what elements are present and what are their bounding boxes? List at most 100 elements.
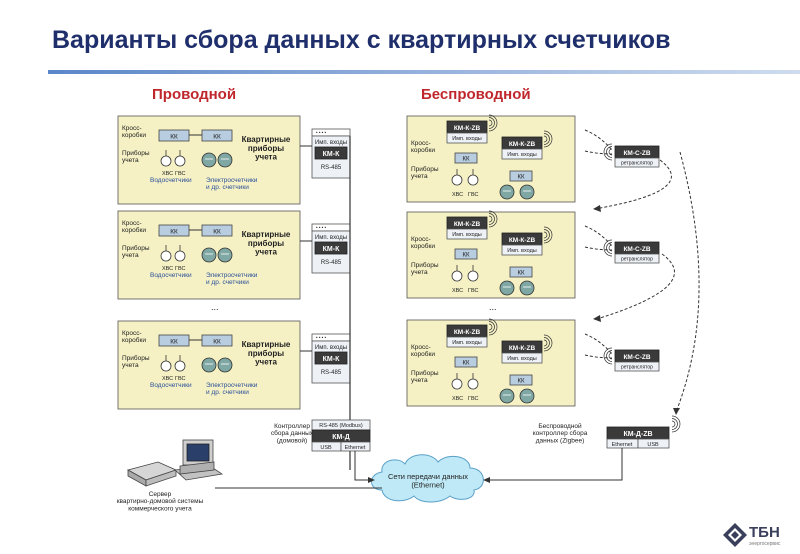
water-meter-icon: [160, 360, 172, 372]
electric-meter-icon: [499, 184, 515, 200]
wave-arc: [543, 337, 550, 349]
arrowhead: [368, 477, 375, 483]
kmkzb-inputs-label: Имп. входы: [507, 356, 537, 362]
repeater-body: [614, 253, 660, 264]
water-meter-icon: [451, 174, 463, 186]
water-meter-icon: [467, 270, 479, 282]
computer-base: [179, 461, 215, 475]
radio-waves-icon: [488, 210, 498, 228]
title-area: Варианты сбора данных с квартирных счетч…: [0, 0, 800, 82]
cross-boxes-label: Кросс-коробки: [411, 344, 435, 358]
kmk-name: КМ-К: [323, 356, 340, 363]
gvs-label: ГВС: [175, 266, 185, 272]
repeater-to-controller: [675, 151, 700, 413]
wireless-link: [584, 150, 613, 155]
radio-waves-icon: [543, 334, 553, 352]
wireless-link: [584, 225, 613, 247]
kmkzb-name: КМ-К-ZB: [509, 345, 536, 352]
wave-arc: [488, 210, 498, 228]
wave-arc: [488, 114, 498, 132]
ethernet-link-right: [490, 448, 623, 481]
connector-dots: • • • •: [316, 225, 326, 230]
repeater-label: ретранслятор: [621, 365, 653, 371]
electric-meter-icon: [499, 388, 515, 404]
port-usb-label: USB: [647, 442, 659, 448]
wcontroller-name: КМ-Д-ZB: [623, 431, 652, 438]
kk-box: [509, 170, 533, 182]
radio-waves-icon: [543, 130, 553, 148]
wave-arc: [543, 226, 553, 244]
hvs-label: ХВС: [162, 266, 173, 272]
controller-name: КМ-Д: [332, 434, 349, 441]
kmkzb-name: КМ-К-ZB: [454, 221, 481, 228]
network-cloud: Сети передачи данных(Ethernet): [371, 454, 484, 503]
page-title: Варианты сбора данных с квартирных счетч…: [52, 26, 671, 54]
cross-boxes-label: Кросс-коробки: [411, 140, 435, 154]
wave-arc: [543, 339, 548, 347]
radio-waves-icon: [603, 143, 613, 161]
wave-arc: [543, 231, 548, 239]
building-panel: [406, 211, 576, 299]
wave-arc: [543, 229, 550, 241]
wave-arc: [603, 239, 613, 257]
repeater-name: КМ-С-ZB: [623, 246, 650, 253]
wave-arc: [543, 135, 548, 143]
cross-boxes-label: Кросс-коробки: [122, 330, 146, 344]
kmk-inputs-label: Имп. входы: [315, 235, 347, 241]
wave-arc: [488, 318, 498, 336]
wave-arc: [671, 420, 676, 428]
hvs-label: ХВС: [452, 396, 463, 402]
electric-meter-icon: [519, 280, 535, 296]
electric-meter-icon: [519, 388, 535, 404]
electric-meter-icon: [201, 152, 217, 168]
kk-box: [454, 152, 478, 164]
kmkzb-inputs: [446, 132, 488, 144]
cross-boxes-label: Кросс-коробки: [122, 220, 146, 234]
kmk-name: КМ-К: [323, 246, 340, 253]
wireless-ellipsis: ...: [489, 302, 497, 312]
kk-box: [454, 248, 478, 260]
kk-box: [454, 356, 478, 368]
wave-arc: [606, 350, 613, 362]
repeater-name: КМ-С-ZB: [623, 354, 650, 361]
building-panel: [406, 115, 576, 203]
kmkzb-inputs: [501, 148, 543, 160]
repeater-device: КМ-С-ZB ретранслятор: [603, 347, 660, 372]
kmk-port-label: RS-485: [321, 165, 342, 171]
radio-waves-icon: [603, 239, 613, 257]
kk-label: КК: [213, 339, 221, 346]
wireless-link: [584, 246, 613, 251]
water-meter-icon: [160, 250, 172, 262]
kk-label: КК: [463, 253, 470, 259]
kmk-inputs-label: Имп. входы: [315, 345, 347, 351]
hvs-label: ХВС: [452, 288, 463, 294]
wireless-link: [584, 129, 613, 151]
water-meter-icon: [467, 174, 479, 186]
cloud-shape: [371, 454, 484, 503]
kmk-port-label: RS-485: [321, 260, 342, 266]
port-usb: [637, 438, 670, 449]
radio-waves-icon: [603, 347, 613, 365]
controller-port-top-label: RS-485 (Modbus): [319, 423, 363, 429]
wave-arc: [671, 415, 681, 433]
kk-label: КК: [463, 157, 470, 163]
repeater-label: ретранслятор: [621, 161, 653, 167]
port-ethernet-label: Ethernet: [345, 445, 366, 451]
wave-arc: [543, 130, 553, 148]
water-meter-icon: [174, 250, 186, 262]
electric-meter-icon: [201, 247, 217, 263]
